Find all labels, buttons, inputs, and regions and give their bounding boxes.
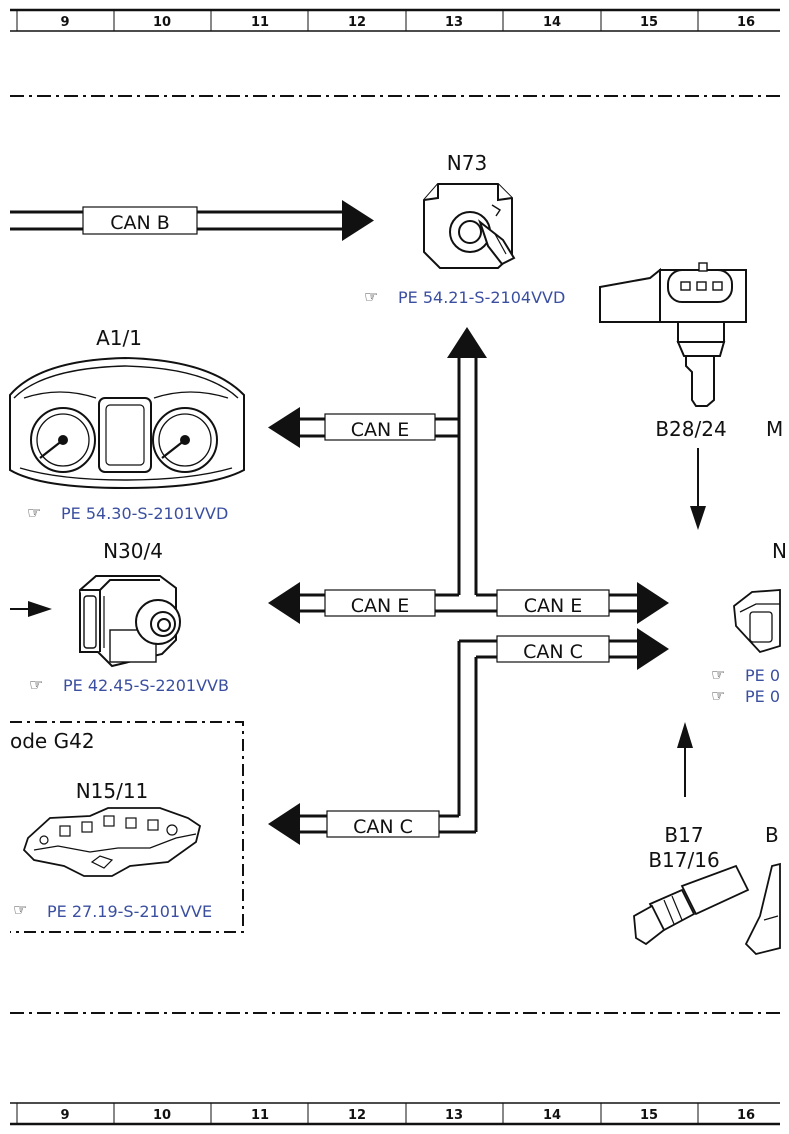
n73-component: N73 ☞ PE 54.21-S-2104VVD (364, 151, 565, 307)
arrow-left-icon (268, 582, 300, 624)
arrow-up-icon (677, 722, 693, 748)
n73-ref-text: PE 54.21-S-2104VVD (398, 288, 565, 307)
arrow-up-icon (447, 327, 487, 358)
n15-11-ref-text: PE 27.19-S-2101VVE (47, 902, 212, 921)
pointing-hand-icon: ☞ (364, 287, 378, 306)
n15-11-label: N15/11 (76, 779, 149, 803)
n30-4-ref-text: PE 42.45-S-2201VVB (63, 676, 229, 695)
b28-24-label: B28/24 (655, 417, 726, 441)
column-number: 16 (737, 15, 755, 30)
b17-16-label: B17/16 (648, 848, 719, 872)
column-number: 14 (543, 1108, 561, 1123)
column-number: 13 (445, 15, 463, 30)
a1-1-ref-text: PE 54.30-S-2101VVD (61, 504, 228, 523)
pointing-hand-icon: ☞ (27, 503, 41, 522)
esp-unit-icon (79, 575, 181, 668)
column-strip-bottom: 9 10 11 12 13 14 15 16 (10, 1102, 780, 1126)
right-ref-text: PE 0 (745, 666, 780, 685)
right-ref-text: PE 0 (745, 687, 780, 706)
sensor-partial-icon (744, 862, 781, 955)
pointing-hand-icon: ☞ (711, 665, 725, 684)
column-number: 14 (543, 15, 561, 30)
column-number: 11 (251, 15, 269, 30)
column-number: 15 (640, 15, 658, 30)
column-strip-top: 9 10 11 12 13 14 15 16 (10, 8, 780, 32)
arrow-down-icon (690, 506, 706, 530)
ignition-switch-icon (423, 183, 516, 269)
can-c-right-label: CAN C (523, 641, 583, 663)
b17-label: B17 (664, 823, 703, 847)
instrument-cluster-icon (9, 356, 245, 490)
column-number: 16 (737, 1108, 755, 1123)
arrow-right-icon (637, 582, 669, 624)
can-e-top-label: CAN E (351, 419, 410, 441)
pointing-hand-icon: ☞ (711, 686, 725, 705)
arrow-right-icon (342, 200, 374, 241)
g42-boundary (10, 721, 244, 933)
b17-component: B17 B17/16 B (633, 722, 781, 955)
column-number: 9 (60, 15, 69, 30)
arrow-right-icon (637, 628, 669, 670)
pointing-hand-icon: ☞ (13, 900, 27, 919)
arrow-left-icon (268, 407, 300, 448)
n30-4-label: N30/4 (103, 539, 163, 563)
control-module-icon (22, 807, 202, 877)
sensor-connector-icon (599, 262, 747, 407)
n-partial-label: N (772, 539, 787, 563)
column-number: 11 (251, 1108, 269, 1123)
column-number: 13 (445, 1108, 463, 1123)
b-partial-label: B (765, 823, 779, 847)
arrow-left-icon (268, 803, 300, 845)
n30-4-reference: ☞ PE 42.45-S-2201VVB (29, 675, 229, 695)
can-b-bus: CAN B (10, 200, 374, 241)
can-c-network: CAN C CAN C (268, 628, 669, 845)
m-partial-label: M (766, 417, 783, 441)
a1-1-label: A1/1 (96, 326, 142, 350)
arrow-right-icon (28, 601, 52, 617)
pointing-hand-icon: ☞ (29, 675, 43, 694)
a1-1-component: A1/1 ☞ PE 54.30-S-2101VVD (9, 326, 245, 523)
column-number: 10 (153, 15, 171, 30)
n73-label: N73 (447, 151, 487, 175)
n30-4-component: N30/4 ☞ PE 42.45-S-2201VVB (10, 539, 229, 695)
n15-11-reference: ☞ PE 27.19-S-2101VVE (13, 900, 212, 921)
can-b-label: CAN B (110, 212, 170, 234)
can-e-mid-label: CAN E (351, 595, 410, 617)
column-number: 9 (60, 1108, 69, 1123)
column-number: 15 (640, 1108, 658, 1123)
n73-reference: ☞ PE 54.21-S-2104VVD (364, 287, 565, 307)
control-unit-partial-icon (733, 589, 781, 654)
can-c-bottom-label: CAN C (353, 816, 413, 838)
n15-11-component: N15/11 ☞ PE 27.19-S-2101VVE (13, 779, 212, 921)
can-e-network: CAN E CAN E CAN E (268, 327, 669, 624)
n-partial-component: N ☞ PE 0 ☞ PE 0 (711, 539, 787, 706)
column-number: 12 (348, 1108, 366, 1123)
can-e-right-label: CAN E (524, 595, 583, 617)
section-title: ode G42 (10, 729, 95, 753)
b28-24-component: B28/24 M (599, 262, 783, 530)
a1-1-reference: ☞ PE 54.30-S-2101VVD (27, 503, 228, 523)
column-number: 12 (348, 15, 366, 30)
right-references: ☞ PE 0 ☞ PE 0 (711, 665, 780, 706)
temperature-sensor-icon (633, 864, 750, 946)
column-number: 10 (153, 1108, 171, 1123)
